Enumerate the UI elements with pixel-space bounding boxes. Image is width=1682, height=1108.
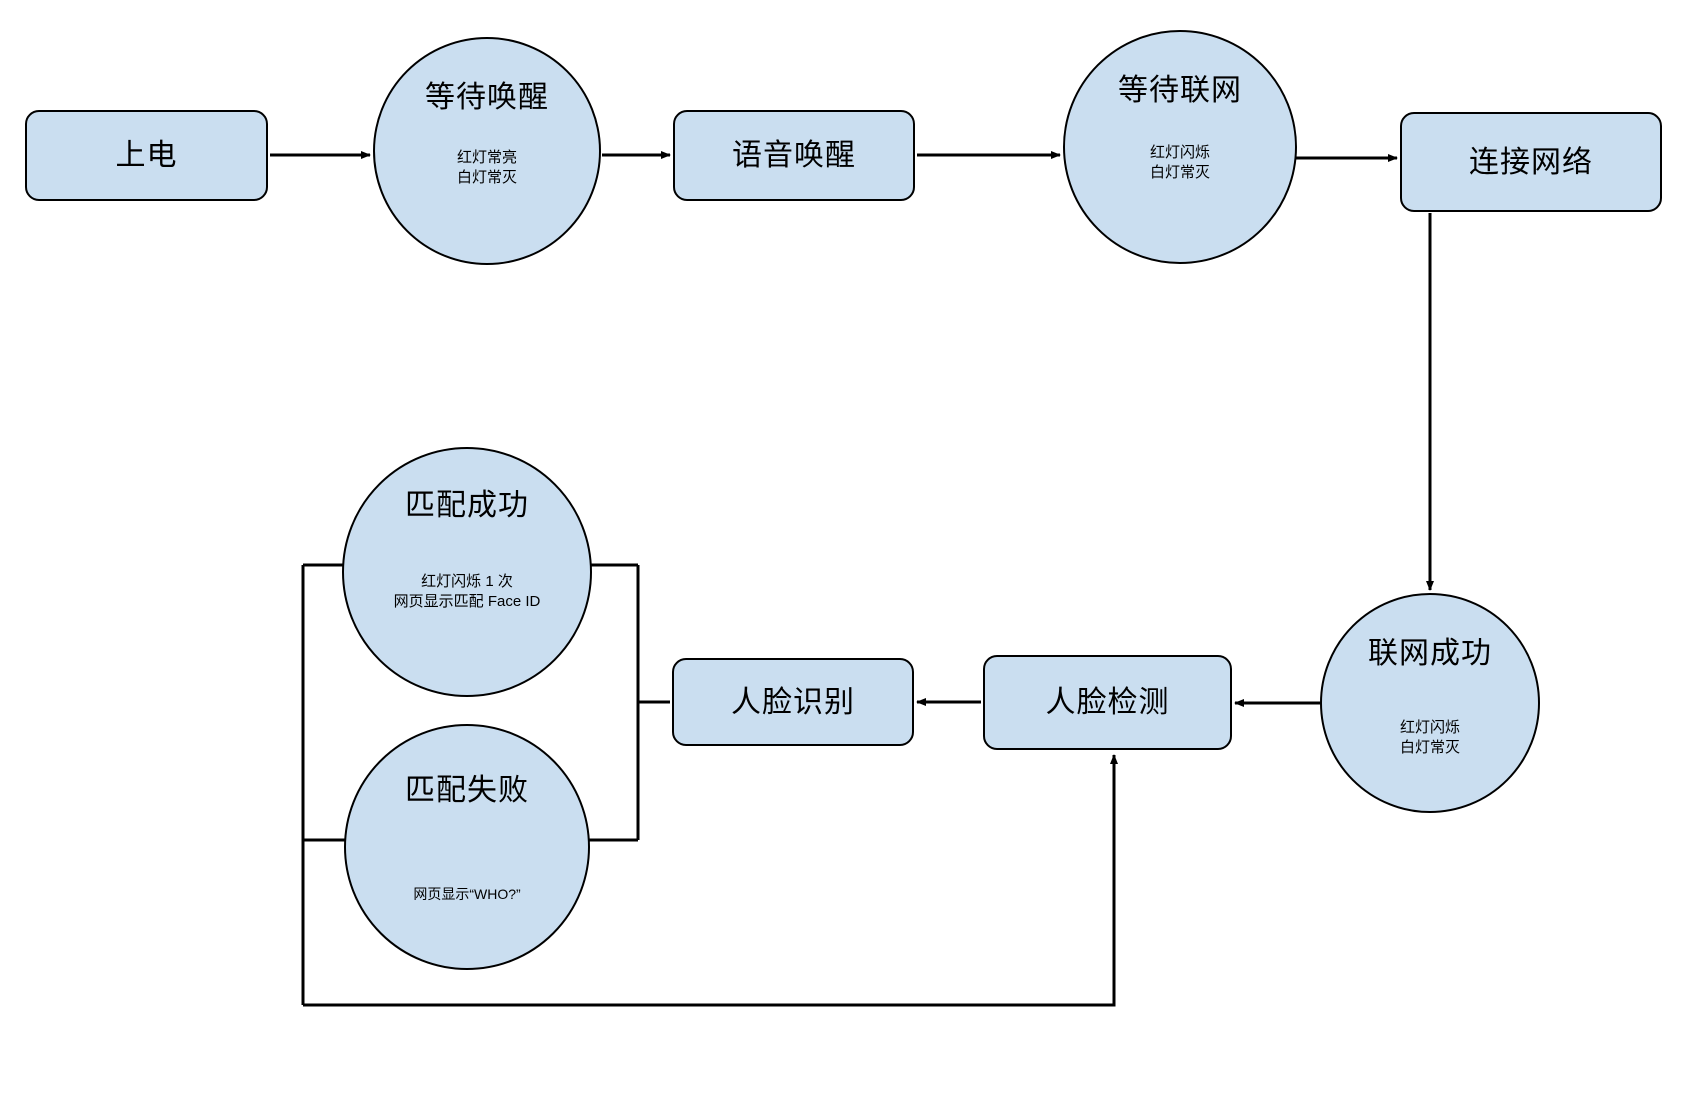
node-power-on[interactable]: 上电	[25, 110, 268, 201]
node-face-detect-title: 人脸检测	[1045, 686, 1170, 719]
node-wait-wake-sub: 红灯常亮 白灯常灭	[456, 149, 517, 187]
node-network-ok[interactable]: 联网成功 红灯闪烁 白灯常灭	[1320, 593, 1540, 813]
node-network-ok-title: 联网成功	[1368, 637, 1492, 670]
node-match-success-sub: 红灯闪烁 1 次 网页显示匹配 Face ID	[393, 573, 541, 611]
node-match-success[interactable]: 匹配成功 红灯闪烁 1 次 网页显示匹配 Face ID	[342, 447, 592, 697]
node-connect-network[interactable]: 连接网络	[1400, 112, 1662, 212]
node-voice-wake[interactable]: 语音唤醒	[673, 110, 915, 201]
node-match-success-title: 匹配成功	[405, 489, 529, 522]
node-face-recognize[interactable]: 人脸识别	[672, 658, 914, 746]
edge-feedback-loop-to-face-detect	[303, 754, 1118, 1007]
node-power-on-title: 上电	[115, 139, 178, 172]
node-match-fail[interactable]: 匹配失败 网页显示“WHO?”	[344, 724, 590, 970]
node-wait-network-sub: 红灯闪烁 白灯常灭	[1149, 144, 1210, 182]
node-network-ok-sub: 红灯闪烁 白灯常灭	[1399, 719, 1460, 757]
node-connect-network-title: 连接网络	[1469, 145, 1593, 179]
node-wait-network-title: 等待联网	[1118, 74, 1242, 107]
node-wait-network[interactable]: 等待联网 红灯闪烁 白灯常灭	[1063, 30, 1297, 264]
node-face-detect[interactable]: 人脸检测	[983, 655, 1232, 750]
node-voice-wake-title: 语音唤醒	[732, 139, 856, 172]
node-match-fail-sub: 网页显示“WHO?”	[413, 886, 521, 902]
node-wait-wake-title: 等待唤醒	[425, 81, 549, 114]
node-match-fail-title: 匹配失败	[405, 774, 529, 807]
node-face-recognize-title: 人脸识别	[731, 685, 855, 719]
node-wait-wake[interactable]: 等待唤醒 红灯常亮 白灯常灭	[373, 37, 601, 265]
